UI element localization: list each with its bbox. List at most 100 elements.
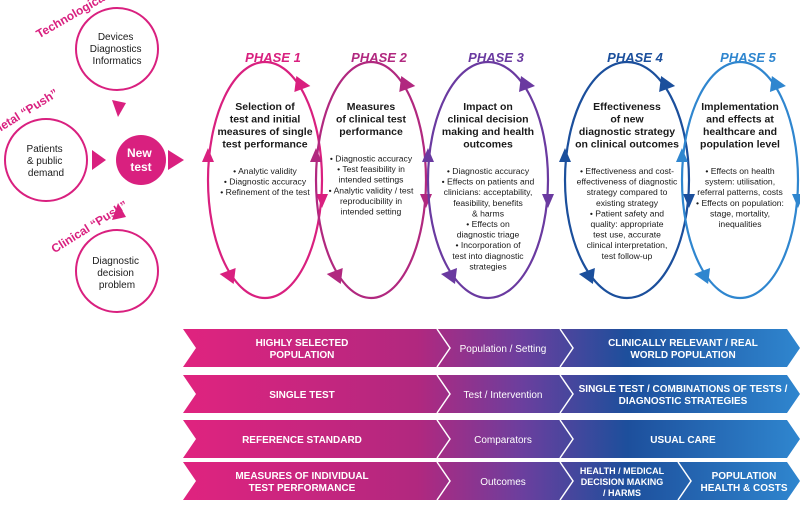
cycle-arrow-icon [683, 194, 695, 208]
phase-cycle-ellipse [206, 60, 324, 300]
phase-bullet-line: • Diagnostic accuracy [447, 166, 530, 176]
phase-title-line: making and health [442, 126, 534, 138]
phase-title-line: test performance [222, 139, 307, 151]
row-left-text: HIGHLY SELECTED [256, 338, 349, 349]
phase-bullet-line: effectiveness of diagnostic [577, 177, 678, 187]
row-separator [559, 461, 574, 501]
row-right-text: USUAL CARE [650, 435, 716, 446]
clinical-push: Clinical “Push” Diagnostic decision prob… [49, 198, 159, 313]
technological-push: Technological “Push” Devices Diagnostics… [34, 0, 159, 91]
new-test-line: test [130, 160, 151, 174]
phase-title-line: Impact on [463, 101, 513, 113]
phase-label: PHASE 4 [607, 50, 663, 65]
cycle-arrow-icon [422, 148, 434, 162]
phase-bullet-line: clinicians: acceptability, [444, 187, 533, 197]
phase-bullet-line: & harms [472, 208, 504, 218]
phase-bullet-line: reproducibility in [340, 196, 402, 206]
new-test-circle [116, 135, 166, 185]
cycle-arrow-icon [399, 76, 416, 92]
societal-push: Societal “Push” Patients & public demand [0, 86, 88, 202]
phase-label: PHASE 2 [351, 50, 407, 65]
svg-text:REFERENCE STANDARD: REFERENCE STANDARD [242, 435, 362, 446]
phase-bullet-line: feasibility, benefits [453, 198, 523, 208]
cycle-arrow-icon [559, 148, 571, 162]
phase-bullet-line: • Analytic validity [233, 166, 297, 176]
phase-title-line: outcomes [463, 139, 513, 151]
phase-cycle-ellipse [426, 60, 550, 300]
cycle-arrow-icon [441, 268, 457, 284]
svg-text:USUAL CARE: USUAL CARE [650, 435, 716, 446]
phase-bullet-line: • Test feasibility in [337, 164, 405, 174]
phase-title-line: Implementation [701, 101, 779, 113]
technological-push-line: Devices [98, 32, 134, 43]
phase-title-line: performance [339, 126, 403, 138]
phase-bullet-line: test into diagnostic [452, 251, 524, 261]
phase-title-line: of clinical test [336, 114, 407, 126]
phase-bullet-line: existing strategy [596, 198, 659, 208]
new-test: New test [116, 135, 166, 185]
societal-push-circle [4, 118, 88, 202]
row-right-text: / HARMS [603, 488, 641, 498]
row-chevron-band [183, 462, 800, 500]
phase-bullet-line: • Incorporation of [455, 240, 521, 250]
row-separator [436, 374, 451, 414]
row-middle-text: Outcomes [480, 477, 526, 488]
clinical-push-circle [75, 229, 159, 313]
societal-push-line: & public [27, 156, 63, 167]
phase-title-line: Measures [347, 101, 396, 113]
phase-title-line: diagnostic strategy [579, 126, 675, 138]
arrow-icon [112, 203, 126, 220]
svg-text:Diagnostic decision: Diagnostic decision problem [92, 256, 141, 291]
phase-title-line: clinical decision [447, 114, 528, 126]
svg-text:SINGLE TEST / COMBINATIONS OF: SINGLE TEST / COMBINATIONS OF TESTS /DIA… [579, 384, 788, 407]
row-separator [436, 461, 451, 501]
societal-push-line: demand [28, 168, 64, 179]
phase-bullet-line: strategies [469, 261, 506, 271]
push-arrows [92, 100, 184, 220]
row-right-text: SINGLE TEST / COMBINATIONS OF TESTS / [579, 384, 788, 395]
row-middle-text: Population / Setting [460, 344, 547, 355]
row-right-text: HEALTH / MEDICAL [580, 466, 665, 476]
phase-bullet-line: intended setting [341, 207, 402, 217]
clinical-push-line: decision [97, 268, 134, 279]
arrow-icon [92, 150, 106, 170]
row-separator [559, 374, 574, 414]
phase-title-line: of new [610, 114, 644, 126]
clinical-push-line: problem [99, 280, 135, 291]
phase-bullet-line: intended settings [339, 175, 404, 185]
phase-bullet-line: • Analytic validity / test [329, 185, 414, 195]
phase-cycle-ellipse [563, 60, 691, 300]
row-chevron-band [183, 420, 800, 458]
row-left-text: TEST PERFORMANCE [249, 483, 356, 494]
phase-bullet-line: quality: appropriate [590, 219, 663, 229]
cycle-arrow-icon [542, 194, 554, 208]
row-right-text: WORLD POPULATION [630, 350, 735, 361]
row-separator [559, 419, 574, 459]
cycle-arrow-icon [676, 148, 688, 162]
phase-bullet-line: • Effects on health [705, 166, 774, 176]
row-left-text: REFERENCE STANDARD [242, 435, 362, 446]
cycle-arrow-icon [769, 76, 786, 92]
phase-title-line: test and initial [230, 114, 301, 126]
phase-title-line: measures of single [217, 126, 312, 138]
svg-text:Devices Diagnostics: Devices Diagnostics Informatics [90, 32, 144, 67]
arrow-icon [168, 150, 184, 170]
svg-text:Outcomes: Outcomes [480, 477, 526, 488]
phase-bullet-line: • Diagnostic accuracy [330, 154, 413, 164]
technological-push-line: Informatics [93, 56, 142, 67]
phase-cycle-ellipse [680, 60, 800, 300]
row-right-text: POPULATION [712, 471, 777, 482]
comparison-rows: HIGHLY SELECTED POPULATION Population / Se… [183, 328, 800, 501]
phase-bullet-line: • Patient safety and [590, 208, 664, 218]
row-chevron-band [183, 329, 800, 367]
